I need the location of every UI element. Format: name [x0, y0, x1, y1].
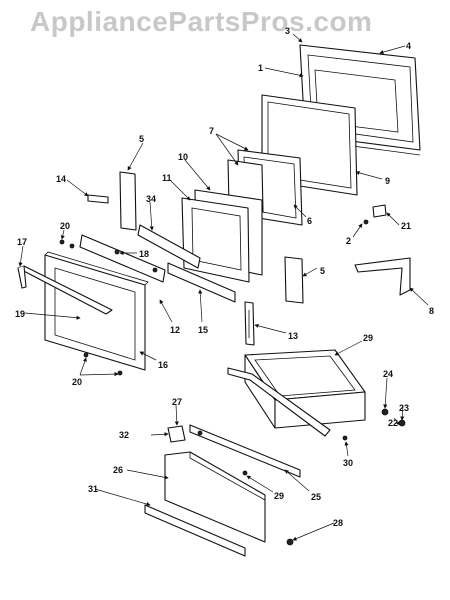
callout-17: 17	[17, 237, 27, 247]
insulation-strip-5a	[119, 171, 137, 231]
callout-21: 21	[401, 221, 411, 231]
callout-24: 24	[383, 369, 393, 379]
callout-20-bottom: 20	[72, 377, 82, 387]
callout-31: 31	[88, 484, 98, 494]
callout-19: 19	[15, 309, 25, 319]
callout-10: 10	[178, 152, 188, 162]
callout-14: 14	[56, 174, 66, 184]
callout-16: 16	[158, 360, 168, 370]
callout-15: 15	[198, 325, 208, 335]
callout-2: 2	[346, 236, 351, 246]
callout-32: 32	[119, 430, 129, 440]
callout-5-right: 5	[320, 266, 325, 276]
door-window-frame	[181, 197, 250, 283]
callout-1: 1	[258, 63, 263, 73]
callout-28: 28	[333, 518, 343, 528]
callout-3: 3	[285, 26, 290, 36]
storage-drawer	[227, 349, 366, 437]
callout-23: 23	[399, 403, 409, 413]
small-hardware	[242, 408, 406, 546]
side-bracket	[354, 257, 411, 296]
leader-lines	[18, 33, 429, 541]
hinge-bracket	[244, 301, 255, 346]
callout-34: 34	[146, 194, 156, 204]
small-clip	[363, 204, 387, 225]
insulation-strip-5b	[284, 256, 304, 304]
drawer-roller-bracket	[167, 425, 203, 443]
watermark: AppliancePartsPros.com	[30, 6, 373, 37]
callout-5-top: 5	[139, 134, 144, 144]
callout-20-top: 20	[60, 221, 70, 231]
door-handle	[17, 265, 113, 315]
door-stop-bracket	[87, 194, 109, 204]
callout-26: 26	[113, 465, 123, 475]
callout-29-bottom: 29	[274, 491, 284, 501]
top-trim	[79, 234, 166, 283]
callout-7: 7	[209, 126, 214, 136]
outer-door-panel	[44, 251, 149, 371]
callout-27: 27	[172, 397, 182, 407]
callout-8: 8	[429, 306, 434, 316]
callout-25: 25	[311, 492, 321, 502]
callout-6: 6	[307, 216, 312, 226]
callout-9: 9	[385, 176, 390, 186]
door-screws	[59, 239, 158, 376]
callout-18: 18	[139, 249, 149, 259]
callout-22: 22	[388, 418, 398, 428]
callout-11: 11	[162, 173, 172, 183]
callout-13: 13	[288, 331, 298, 341]
bottom-trim	[144, 504, 246, 557]
drawer-slide-rail	[189, 424, 301, 478]
callout-labels: 1 2 3 4 5 5 6 7 8 9 10 11 12 13 14 15 16…	[15, 26, 434, 528]
callout-29-top: 29	[363, 333, 373, 343]
door-liner-bar	[137, 224, 201, 269]
callout-12: 12	[170, 325, 180, 335]
handle-trim	[167, 262, 236, 303]
callout-30: 30	[343, 458, 353, 468]
callout-4: 4	[406, 41, 411, 51]
drawer-front-panel	[164, 451, 266, 543]
